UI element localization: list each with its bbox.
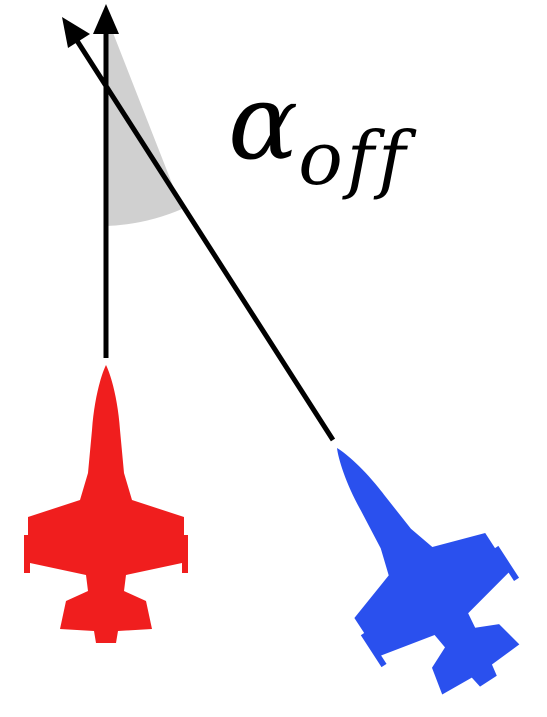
angle-subscript: off xyxy=(298,116,417,202)
angle-symbol: α xyxy=(228,61,298,183)
angle-wedge xyxy=(106,15,182,226)
heading-arrowhead xyxy=(93,4,119,34)
blue-fighter-jet-icon xyxy=(337,448,520,695)
line-of-sight-arrowhead xyxy=(62,17,90,48)
red-fighter-jet-icon xyxy=(24,365,188,643)
line-of-sight-line xyxy=(71,34,336,442)
angle-label: αoff xyxy=(228,61,417,202)
